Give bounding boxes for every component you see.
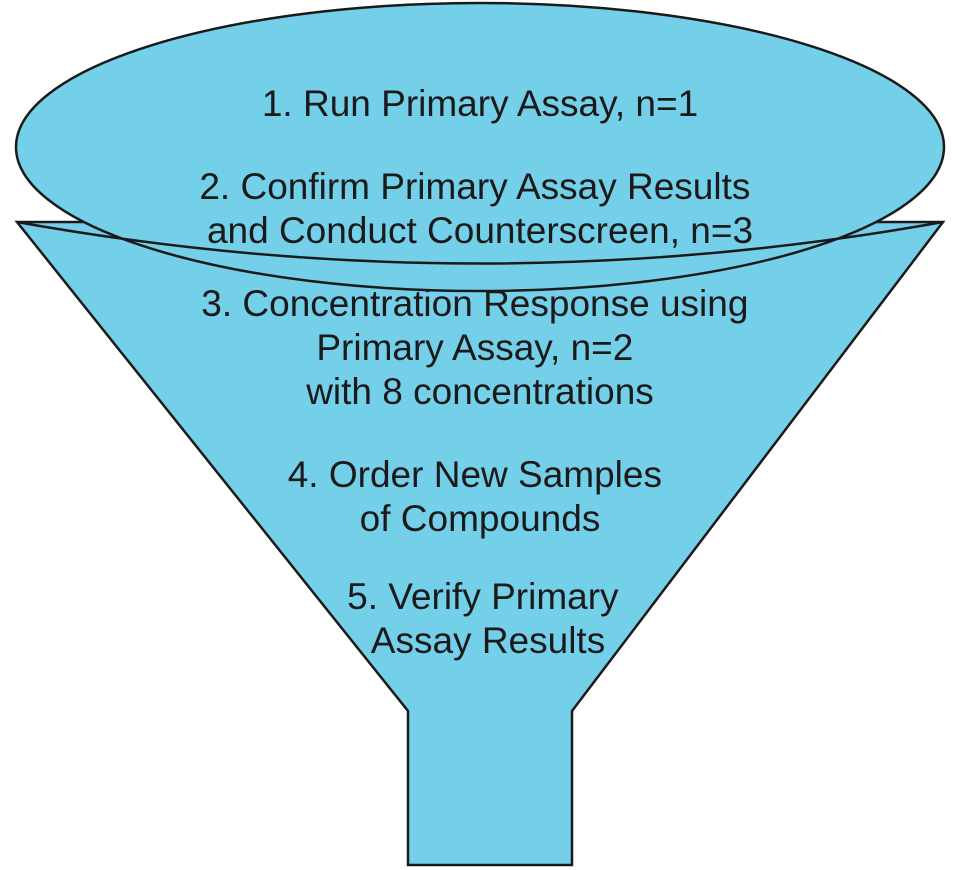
funnel-rim (14, 1, 946, 293)
step-4-line-1: 4. Order New Samples (288, 454, 662, 495)
step-4-text: 4. Order New Samples of Compounds (288, 454, 673, 539)
step-5-line-2: Assay Results (371, 620, 605, 661)
funnel-rim-front (16, 220, 944, 265)
step-5-text: 5. Verify Primary Assay Results (347, 576, 629, 661)
step-3-line-1: 3. Concentration Response using (201, 283, 748, 324)
step-1-text: 1. Run Primary Assay, n=1 (262, 83, 698, 124)
step-5-line-1: 5. Verify Primary (347, 576, 619, 617)
step-3-line-2: Primary Assay, n=2 (316, 327, 633, 368)
step-2-line-2: and Conduct Counterscreen, n=3 (207, 210, 753, 251)
step-2-text: 2. Confirm Primary Assay Results and Con… (199, 166, 760, 251)
step-3-text: 3. Concentration Response using Primary … (201, 283, 758, 412)
step-4-line-2: of Compounds (360, 498, 601, 539)
step-3-line-3: with 8 concentrations (305, 371, 654, 412)
step-2-line-1: 2. Confirm Primary Assay Results (199, 166, 750, 207)
step-1-line-1: 1. Run Primary Assay, n=1 (262, 83, 698, 124)
